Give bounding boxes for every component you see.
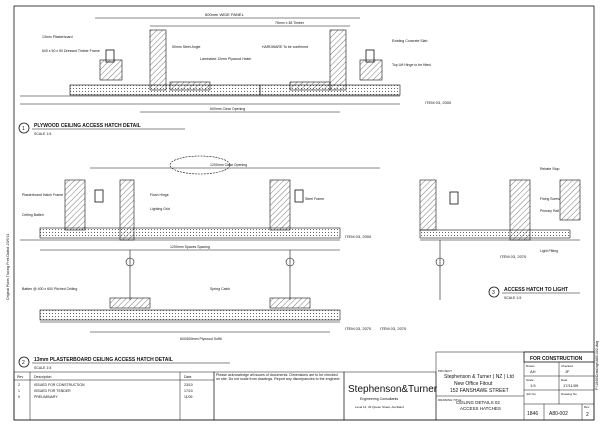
project-label: PROJECT bbox=[438, 369, 452, 373]
drawing-label: DRAWING TITLE bbox=[438, 398, 461, 402]
revision-header-desc: Description bbox=[34, 375, 52, 379]
status-label: FOR CONSTRUCTION bbox=[530, 356, 583, 362]
checked-label: Checked bbox=[561, 364, 573, 368]
note-steel-angle: 50mm Steel Angle bbox=[172, 45, 200, 49]
revision-desc: ISSUED FOR TENDER bbox=[34, 389, 71, 393]
note-hardware: HARDWARE To be confirmed bbox=[262, 45, 308, 49]
note-pb-frame: Plasterboard Hatch Frame bbox=[22, 193, 63, 197]
note-rebate-stop: Rebate Stop bbox=[540, 167, 560, 171]
note-light-fitting: Light Fitting bbox=[540, 249, 558, 253]
note-plasterboard: 13mm Plasterboard bbox=[42, 35, 73, 39]
revision-header-rev: Rev bbox=[17, 375, 23, 379]
scale-value: 1:5 bbox=[530, 383, 536, 388]
company-name: Stephenson&Turner bbox=[348, 384, 438, 395]
rev-value: 2 bbox=[586, 412, 589, 418]
revision-desc: ISSUED FOR CONSTRUCTION bbox=[34, 383, 85, 387]
project-address: 152 FANSHAWE STREET bbox=[450, 388, 509, 394]
ref-c: ITEM 03, 2070 bbox=[345, 326, 372, 331]
client-name: Stephenson & Turner ( NZ ) Ltd bbox=[444, 374, 514, 380]
date-label: Date bbox=[561, 378, 568, 382]
margin-note: Original Plans Tracing Print Dated: 23/9… bbox=[6, 234, 10, 300]
detail-3-number: 3 bbox=[492, 290, 495, 296]
checked-value: JF bbox=[565, 369, 570, 374]
detail-3-title: ACCESS HATCH TO LIGHT bbox=[504, 287, 568, 293]
detail-2-title: 13mm PLASTERBOARD CEILING ACCESS HATCH D… bbox=[34, 357, 173, 363]
note-timber-frame: 600 x 50 x 50 Dressed Timber Frame bbox=[42, 49, 100, 53]
dim-top-overall: 600mm WIDE PANEL bbox=[205, 12, 245, 17]
detail-2-number: 2 bbox=[22, 360, 25, 366]
scale-label: Scale bbox=[526, 378, 534, 382]
note-flush-hinge: Flush Hinge bbox=[150, 193, 169, 197]
note-grid: Lighting Grid bbox=[150, 207, 170, 211]
detail-2-plasterboard: 1200mm Clear Opening 1200mm Spaces Spaci… bbox=[18, 155, 380, 370]
detail-1-plywood: 600mm WIDE PANEL 76mm x 38 Timber 600mm … bbox=[18, 12, 452, 136]
drawing-no-label: Drawing No. bbox=[561, 392, 578, 396]
dim-top-opening: 600mm Clear Opening bbox=[210, 107, 245, 111]
note-primary-rail: Primary Rail bbox=[540, 209, 559, 213]
detail-3-hatch-light: Rebate Stop Fixing Screw Primary Rail Li… bbox=[380, 167, 581, 331]
revision-desc: PRELIMINARY bbox=[34, 395, 58, 399]
detail-1-title: PLYWOOD CEILING ACCESS HATCH DETAIL bbox=[34, 123, 141, 129]
company-tagline: Engineering Consultants bbox=[360, 397, 398, 401]
date-value: 17/11/09 bbox=[563, 383, 579, 388]
dim-mid-opening: 1200mm Clear Opening bbox=[210, 163, 247, 167]
ref-e: ITEM 03, 2070 bbox=[380, 326, 407, 331]
ref-d: ITEM 03, 2070 bbox=[500, 254, 527, 259]
revision-header-date: Date bbox=[184, 375, 191, 379]
dim-bottom-overall: 600/600mm Plywood Soffit bbox=[180, 337, 222, 341]
revision-date: 17/10 bbox=[184, 389, 193, 393]
revision-rev: 1 bbox=[18, 389, 20, 393]
note-spring-catch: Spring Catch bbox=[210, 287, 230, 291]
job-no-label: Job No. bbox=[526, 392, 537, 396]
note-batten-ceiling: Batten @ 400 x 600 Pitched Ceiling bbox=[22, 287, 77, 291]
revision-date: 23/10 bbox=[184, 383, 193, 387]
drawing-title-1: CEILING DETAILS 02 bbox=[456, 400, 500, 405]
project-name: New Office Fitout bbox=[454, 381, 493, 387]
title-block-notes: Please acknowledge all issues of documen… bbox=[216, 373, 341, 382]
drawing-no: A80-002 bbox=[549, 411, 568, 417]
revision-row: 2 ISSUED FOR CONSTRUCTION 23/10 bbox=[18, 383, 193, 387]
note-plywood-hatch: Laminated 12mm Plywood Hatch bbox=[200, 57, 251, 61]
dim-top-stud: 76mm x 38 Timber bbox=[275, 21, 305, 25]
detail-2-scale: SCALE 1:5 bbox=[34, 366, 51, 370]
file-path-label: P:\1846\Drawings\A80-002.dwg bbox=[595, 341, 599, 390]
detail-1-number: 1 bbox=[22, 126, 25, 132]
rev-label: Rev bbox=[584, 405, 590, 409]
revision-row: 0 PRELIMINARY 11/09 bbox=[18, 395, 193, 399]
drawing-title-2: ACCESS HATCHES bbox=[460, 406, 501, 411]
job-no: 1846 bbox=[527, 411, 538, 417]
detail-3-scale: SCALE 1:5 bbox=[504, 296, 521, 300]
note-slab: Existing Concrete Slab bbox=[392, 39, 427, 43]
note-fixing-screw: Fixing Screw bbox=[540, 197, 561, 201]
detail-1-scale: SCALE 1:5 bbox=[34, 132, 51, 136]
ref-a: ITEM 03, 2000 bbox=[425, 100, 452, 105]
revision-rev: 0 bbox=[18, 395, 20, 399]
drawn-value: AH bbox=[530, 369, 536, 374]
note-steel-frame: Steel Frame bbox=[305, 197, 324, 201]
revision-date: 11/09 bbox=[184, 395, 193, 399]
dim-side-spacing: 1200mm Spaces Spacing bbox=[170, 245, 210, 249]
revision-rev: 2 bbox=[18, 383, 20, 387]
company-address: Level 12, 33 Queen Street, Auckland bbox=[355, 405, 404, 409]
ref-b: ITEM 03, 2000 bbox=[345, 234, 372, 239]
note-lift-hinge: Top Lift Hinge to be fitted bbox=[392, 63, 431, 67]
note-batten: Ceiling Batten bbox=[22, 213, 44, 217]
revision-row: 1 ISSUED FOR TENDER 17/10 bbox=[18, 389, 193, 393]
drawn-label: Drawn bbox=[526, 364, 535, 368]
